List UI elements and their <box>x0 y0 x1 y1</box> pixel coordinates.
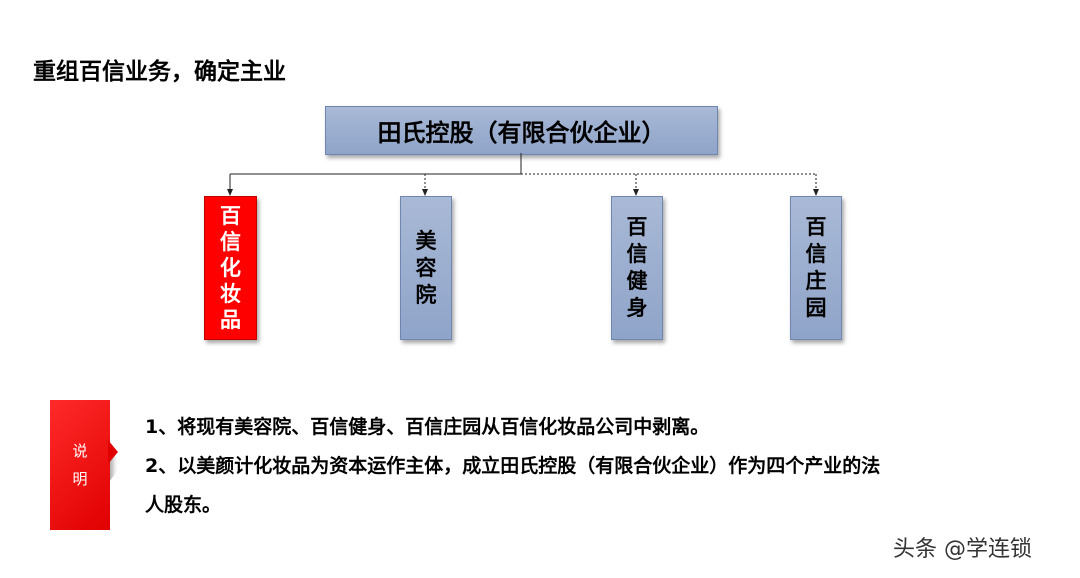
child-node-char: 信 <box>626 242 648 266</box>
child-node-char: 百 <box>805 215 827 239</box>
root-node-tianshi-holdings: 田氏控股（有限合伙企业） <box>325 106 718 155</box>
note-tag-char: 说 <box>72 442 88 460</box>
child-node-baixin-manor: 百 信 庄 园 <box>790 196 842 340</box>
note-tag-char: 明 <box>72 470 88 488</box>
root-node-label: 田氏控股（有限合伙企业） <box>377 119 666 147</box>
child-node-char: 信 <box>220 230 241 254</box>
note-tag <box>50 400 110 530</box>
note-line-2: 2、以美颜计化妆品为资本运作主体，成立田氏控股（有限合伙企业）作为四个产业的法 <box>145 455 881 477</box>
child-node-char: 院 <box>415 282 437 307</box>
child-node-char: 百 <box>626 215 648 239</box>
note-tag-arrow <box>108 440 118 464</box>
watermark: 头条 @学连锁 <box>893 537 1032 562</box>
child-node-char: 园 <box>805 296 827 320</box>
note-tag-label: 说 明 <box>50 400 110 530</box>
child-node-char: 美 <box>415 228 437 253</box>
child-node-char: 容 <box>415 255 437 280</box>
child-node-baixin-fitness: 百 信 健 身 <box>611 196 663 340</box>
note-line-1: 1、将现有美容院、百信健身、百信庄园从百信化妆品公司中剥离。 <box>145 416 710 438</box>
child-node-beauty-salon: 美 容 院 <box>400 196 452 340</box>
page-title: 重组百信业务，确定主业 <box>33 59 286 85</box>
child-node-char: 品 <box>220 308 241 332</box>
note-text-block: 1、将现有美容院、百信健身、百信庄园从百信化妆品公司中剥离。 2、以美颜计化妆品… <box>145 408 1045 525</box>
child-node-char: 庄 <box>805 269 827 293</box>
child-node-char: 化 <box>220 256 241 280</box>
child-node-char: 百 <box>220 204 241 228</box>
child-node-baixin-cosmetics: 百 信 化 妆 品 <box>204 196 257 340</box>
child-node-char: 健 <box>626 269 648 293</box>
note-line-2-continued: 人股东。 <box>145 494 222 516</box>
child-node-char: 妆 <box>220 282 241 306</box>
child-node-char: 身 <box>626 296 648 320</box>
child-node-char: 信 <box>805 242 827 266</box>
